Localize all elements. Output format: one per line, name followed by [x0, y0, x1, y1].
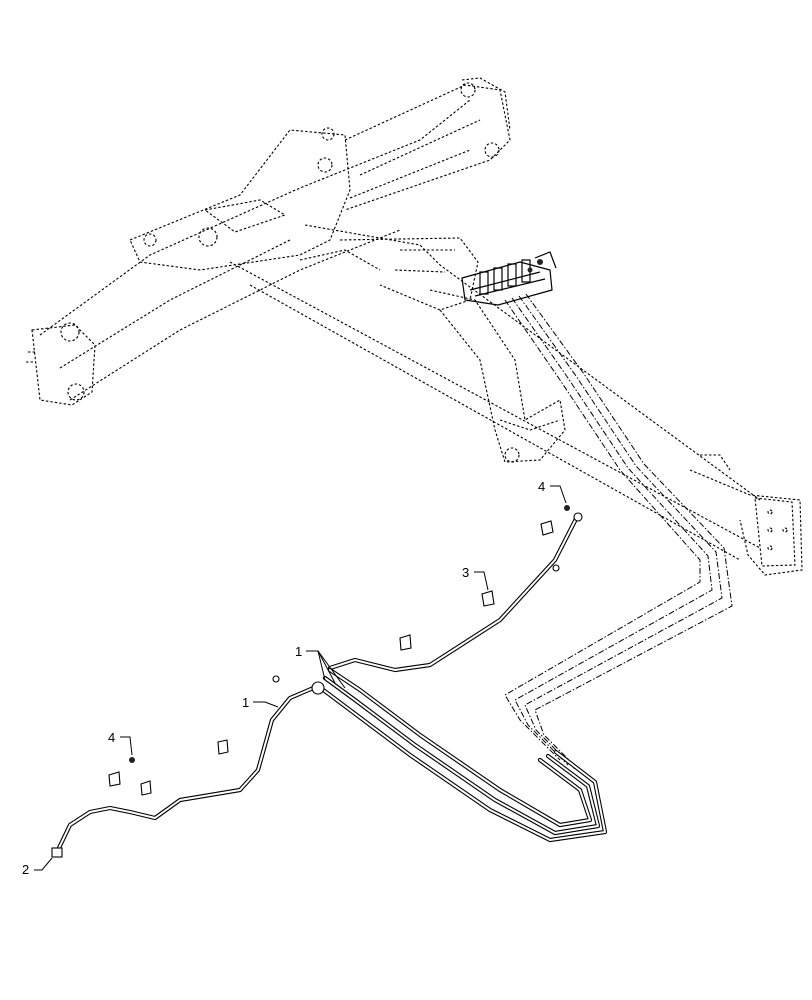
callout-label: 4 [538, 479, 545, 494]
callout-label: 1 [242, 695, 249, 710]
hose-assembly [51, 512, 608, 858]
valve-block [461, 251, 557, 306]
callout-label: 3 [462, 565, 469, 580]
callout-label: 2 [22, 862, 29, 877]
machine-frame [26, 77, 803, 576]
clips [108, 505, 570, 796]
callout-label: 1 [295, 644, 302, 659]
callout-label: 4 [108, 730, 115, 745]
hidden-hose-routing [504, 293, 733, 776]
callouts: 1 1 2 3 4 4 [22, 479, 567, 877]
